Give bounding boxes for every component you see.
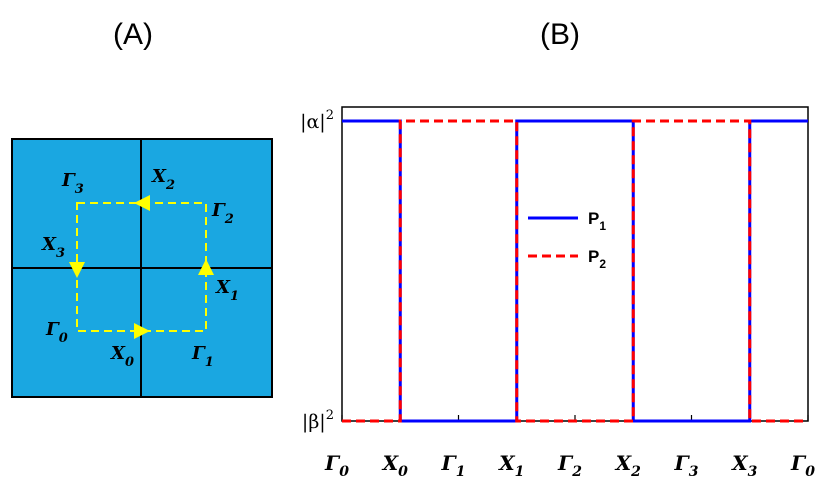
x-tick-label: Γ3 (674, 451, 699, 480)
x-tick-label: Γ0 (790, 451, 815, 480)
y-tick-labels: |α|2 |β|2 (300, 108, 334, 433)
x-tick-label: X0 (381, 451, 409, 480)
x-tick-label: Γ1 (441, 451, 466, 480)
panel-a-diagram: Γ0 X0 Γ1 X1 Γ2 X2 Γ3 X3 (11, 138, 273, 398)
x-tick-label: Γ2 (557, 451, 582, 480)
path-arrow-left (134, 195, 150, 211)
point-x0: X0 (110, 343, 134, 370)
point-x1: X1 (215, 277, 239, 304)
path-arrow-down (69, 262, 85, 278)
series-lines (342, 119, 808, 423)
legend-label: P1 (588, 209, 606, 233)
point-gamma3: Γ3 (61, 170, 84, 197)
y-tick-label: |β|2 (302, 408, 334, 433)
panel-a-label: (A) (113, 18, 153, 51)
point-x3: X3 (41, 234, 65, 261)
series-p1-line (342, 119, 808, 423)
x-tick-label: X2 (614, 451, 642, 480)
panel-b-label: (B) (540, 18, 580, 51)
point-gamma1: Γ1 (191, 343, 214, 370)
path-arrow-right (134, 323, 150, 339)
plot-frame (341, 106, 809, 422)
y-tick-label: |α|2 (300, 108, 334, 133)
y-tick-marks (342, 120, 348, 422)
x-tick-labels: Γ0 X0 Γ1 X1 Γ2 X2 Γ3 X3 Γ0 (324, 451, 815, 480)
point-gamma0: Γ0 (45, 319, 68, 346)
x-tick-label: X3 (730, 451, 758, 480)
x-tick-label: Γ0 (324, 451, 349, 480)
point-gamma2: Γ2 (211, 200, 234, 227)
path-arrow-up (198, 259, 214, 275)
legend-label: P2 (588, 247, 606, 271)
series-p2-line (342, 119, 808, 423)
point-x2: X2 (151, 166, 175, 193)
x-tick-label: X1 (497, 451, 524, 480)
